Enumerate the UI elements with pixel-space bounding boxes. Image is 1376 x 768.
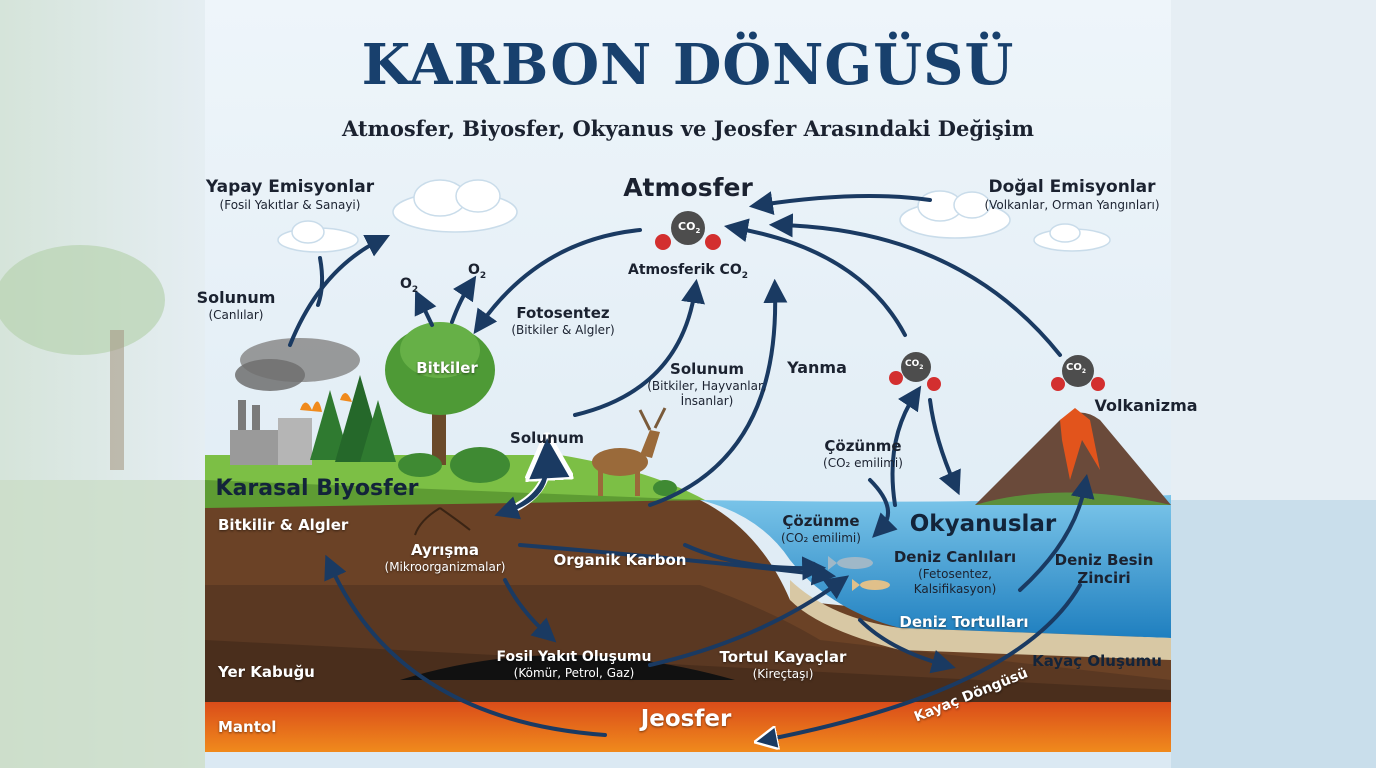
- label-atmosfer: Atmosfer: [623, 173, 753, 202]
- label-atmosferik-co2: Atmosferik CO2: [628, 262, 748, 281]
- arrow-kayac-dongusu: [765, 583, 1082, 740]
- label-yer-kabugu: Yer Kabuğu: [218, 663, 315, 681]
- label-volkanizma: Volkanizma: [1094, 396, 1198, 415]
- forest-fire-icon: [300, 375, 396, 462]
- arrow-ocean-absorb: [868, 478, 898, 538]
- label-fosil-yakit: Fosil Yakıt Oluşumu(Kömür, Petrol, Gaz): [496, 649, 652, 680]
- label-dogal-emisyonlar: Doğal Emisyonlar(Volkanlar, Orman Yangın…: [984, 177, 1160, 212]
- label-cozunme-top: Çözünme(CO₂ emilimi): [823, 437, 903, 470]
- arrow-organik-karbon: [518, 543, 837, 586]
- arrow-dogal-emisyon: [748, 191, 932, 215]
- label-organik-karbon: Organik Karbon: [553, 551, 687, 569]
- co2-icon-text-volcano: CO2: [1066, 362, 1087, 375]
- arrow-deniz-tortul: [858, 618, 956, 674]
- cloud-icon: [277, 220, 359, 253]
- co2-icon-text-ocean: CO2: [905, 359, 924, 371]
- label-kayac-olusumu: Kayaç Oluşumu: [1032, 652, 1162, 670]
- label-o2-a: O2: [400, 276, 419, 295]
- cloud-icon: [1033, 223, 1111, 252]
- label-ayrisma: Ayrışma(Mikroorganizmalar): [384, 541, 506, 574]
- label-o2-b: O2: [468, 262, 487, 281]
- fish-icon: [828, 556, 890, 591]
- label-karasal-biyosfer: Karasal Biyosfer: [215, 476, 419, 501]
- arrow-jeosfer-left: [324, 554, 607, 737]
- arrow-decay-down: [503, 578, 557, 643]
- label-yapay-emisyonlar: Yapay Emisyonlar(Fosil Yakıtlar & Sanayi…: [205, 177, 375, 212]
- tree-icon: [385, 322, 495, 465]
- page-title: KARBON DÖNGÜSÜ: [361, 32, 1015, 98]
- arrow-ground-down: [494, 476, 547, 520]
- label-deniz-canlilari: Deniz Canlıları(Fetosentez,Kalsifikasyon…: [893, 548, 1017, 596]
- label-tortul-kayaclar: Tortul Kayaçlar(Kireçtaşı): [719, 648, 847, 681]
- co2-molecule-icon: [655, 211, 721, 250]
- label-solunum-ground: Solunum: [510, 429, 584, 447]
- label-yanma: Yanma: [787, 358, 847, 377]
- cloud-icon: [899, 190, 1011, 239]
- label-cozunme-ocean: Çözünme(CO₂ emilimi): [781, 512, 861, 545]
- label-bitkilir-algler: Bitkilir & Algler: [218, 516, 349, 534]
- arrow-fotosentez: [473, 228, 642, 335]
- arrow-ocean-canlilar: [683, 543, 827, 581]
- cloud-icon: [392, 179, 518, 233]
- arrow-emission-left: [316, 256, 325, 307]
- arrow-ocean-to-atmo: [723, 218, 907, 337]
- arrow-tortul-up: [648, 575, 850, 667]
- arrow-cozunme-up: [890, 385, 922, 507]
- co2-icon-text: CO2: [678, 220, 701, 236]
- arrow-besin-zinciri: [1018, 473, 1095, 592]
- arrow-solunum-canlilar: [288, 234, 391, 347]
- label-deniz-tortullari: Deniz Tortulları: [899, 613, 1029, 631]
- label-solunum-mid: Solunum(Bitkiler, Hayvanlar,İnsanlar): [647, 360, 767, 408]
- arrow-solunum-mid: [573, 278, 705, 417]
- co2-molecule-icon: [889, 352, 941, 391]
- co2-molecule-icon: [1051, 355, 1105, 391]
- deer-icon: [592, 407, 667, 496]
- fossil-fuel-deposit: [400, 655, 735, 680]
- arrow-volcano-to-atmo: [768, 213, 1062, 357]
- arrow-o2-b: [450, 275, 477, 324]
- arrow-yanma: [648, 278, 788, 507]
- label-bitkiler: Bitkiler: [416, 359, 478, 377]
- arrow-o2-a: [414, 289, 437, 327]
- label-okyanuslar: Okyanuslar: [909, 511, 1057, 537]
- label-solunum-canlilar: Solunum(Canlılar): [196, 288, 276, 322]
- arrow-cozunme-down: [928, 398, 961, 496]
- label-mantol: Mantol: [218, 718, 277, 736]
- factory-icon: [230, 338, 360, 465]
- label-jeosfer: Jeosfer: [640, 706, 732, 732]
- page-subtitle: Atmosfer, Biyosfer, Okyanus ve Jeosfer A…: [341, 116, 1035, 141]
- label-fotosentez: Fotosentez(Bitkiler & Algler): [511, 304, 615, 337]
